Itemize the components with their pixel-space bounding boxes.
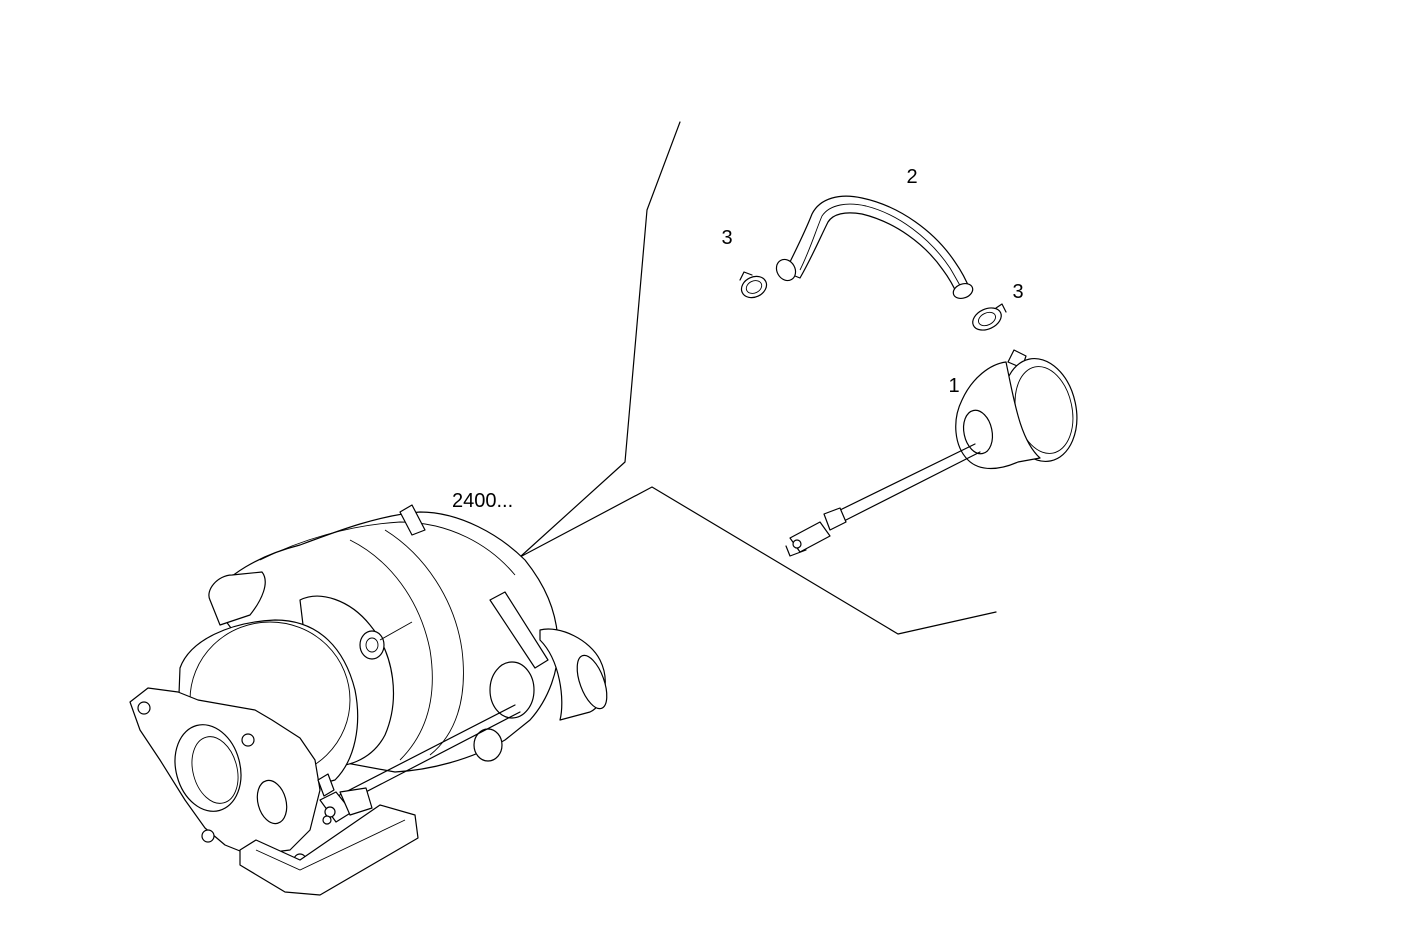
- hose-centerline: [799, 203, 965, 293]
- clamp-left: [739, 271, 768, 299]
- oil-port: [359, 630, 385, 660]
- part-labels: 2 3 3 1 2400...: [452, 166, 1024, 512]
- actuator-diaphragm-cap: [962, 409, 994, 455]
- flange-bolt-hole-1: [137, 701, 151, 715]
- hose-body: [784, 195, 971, 297]
- compressor-outlet: [208, 571, 266, 626]
- hose-part-2: [775, 195, 974, 300]
- label-part-3-right: 3: [1012, 281, 1023, 303]
- rod-coupling: [823, 507, 847, 531]
- actuator-rod: [835, 443, 981, 523]
- housing-boss: [489, 661, 535, 719]
- turbine-outlet-flange: [239, 804, 419, 896]
- wastegate-actuator-part-1: [785, 349, 1078, 557]
- leader-line-lower: [519, 486, 997, 635]
- label-assembly-ref: 2400...: [452, 490, 513, 512]
- wastegate-lever: [339, 787, 373, 816]
- flange-bolt-hole-2: [241, 733, 255, 747]
- reference-lines: [519, 121, 997, 635]
- label-part-2: 2: [906, 166, 917, 188]
- actuator-mount-bracket: [489, 591, 549, 669]
- label-part-3-left: 3: [721, 227, 732, 249]
- clamp-right: [972, 303, 1007, 331]
- label-part-1: 1: [948, 375, 959, 397]
- turbocharger-assembly: [129, 504, 608, 896]
- turbine-inlet-port: [174, 724, 242, 812]
- leader-line-upper: [519, 121, 681, 558]
- flange-bolt-hole-3: [201, 829, 215, 843]
- hose-end-right: [952, 282, 974, 300]
- rod-end-pin: [792, 539, 802, 549]
- hose-end-left: [775, 258, 797, 282]
